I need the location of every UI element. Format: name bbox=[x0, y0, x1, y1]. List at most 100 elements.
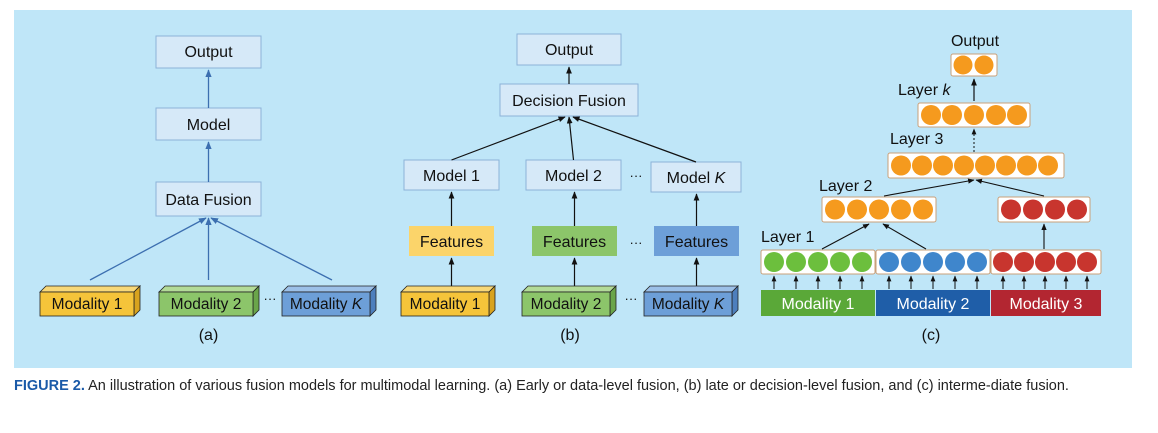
panel-c-layer-2-modality-3 bbox=[997, 196, 1091, 223]
panel-b-fusion-label: Decision Fusion bbox=[512, 93, 626, 110]
node-layer-1-green bbox=[830, 252, 850, 272]
panel-b: Output Decision Fusion Model 1 Model 2 ·… bbox=[400, 33, 742, 344]
panel-a-model-label: Model bbox=[187, 117, 231, 134]
panel-a-modality-2-block: Modality 2 bbox=[158, 285, 260, 317]
panel-a-arrow-mk-fusion bbox=[210, 217, 333, 281]
panel-b-arrow-model2-fusion bbox=[566, 116, 575, 161]
node-layer-k bbox=[942, 105, 962, 125]
node-layer-3 bbox=[891, 155, 911, 176]
panel-b-model-1-label: Model 1 bbox=[423, 168, 480, 185]
fusion-diagram: Output Model Data Fusion Modality 1 Moda… bbox=[39, 33, 1102, 344]
panel-b-arrow-modelk-fusion bbox=[572, 116, 697, 163]
node-layer-2-red bbox=[1067, 199, 1087, 220]
node-layer-2-red bbox=[1045, 199, 1065, 220]
panel-a-dots: ··· bbox=[264, 291, 277, 306]
node-layer-3 bbox=[975, 155, 995, 176]
panel-c-layer-k bbox=[917, 102, 1031, 128]
node-layer-2 bbox=[825, 199, 845, 220]
node-layer-3 bbox=[954, 155, 974, 176]
panel-b-features-2-label: Features bbox=[543, 234, 606, 251]
panel-b-modality-1-block: Modality 1 bbox=[400, 285, 496, 317]
panel-c-output-label: Output bbox=[951, 33, 1000, 50]
panel-b-caption-label: (b) bbox=[560, 327, 580, 344]
node-layer-k bbox=[986, 105, 1006, 125]
panel-c: Output Layer k Layer 3 bbox=[760, 33, 1102, 344]
panel-a-model-box: Model bbox=[155, 107, 262, 141]
panel-b-features-1-box: Features bbox=[409, 226, 494, 256]
panel-a-fusion-box: Data Fusion bbox=[155, 181, 262, 217]
panel-a-modality-k-label: Modality K bbox=[290, 296, 363, 313]
node-layer-k bbox=[1007, 105, 1027, 125]
panel-a-output-label: Output bbox=[184, 44, 233, 61]
panel-a-modality-k-block: Modality K bbox=[281, 285, 377, 317]
figure-caption-title: FIGURE 2. bbox=[14, 378, 85, 394]
panel-b-features-k-box: Features bbox=[654, 226, 739, 256]
node-layer-2 bbox=[913, 199, 933, 220]
panel-c-layer-1-red bbox=[990, 249, 1102, 275]
panel-c-modality-3-label: Modality 3 bbox=[1010, 296, 1083, 313]
panel-c-layer-3 bbox=[887, 152, 1065, 179]
panel-c-arrow-layer1g-layer2 bbox=[821, 223, 870, 250]
panel-c-caption-label: (c) bbox=[922, 327, 941, 344]
node-layer-3 bbox=[933, 155, 953, 176]
node-layer-2 bbox=[869, 199, 889, 220]
panel-c-arrow-layer1b-layer2 bbox=[882, 223, 927, 250]
node-layer-1-green bbox=[786, 252, 806, 272]
panel-b-dots-modalities: ··· bbox=[625, 291, 638, 306]
panel-b-modality-1-label: Modality 1 bbox=[410, 296, 481, 313]
panel-b-fusion-box: Decision Fusion bbox=[499, 83, 639, 117]
panel-c-modality-1-label-box: Modality 1 bbox=[761, 290, 875, 316]
node-layer-1-green bbox=[852, 252, 872, 272]
node-layer-1-blue bbox=[967, 252, 987, 272]
node-layer-1-blue bbox=[923, 252, 943, 272]
panel-c-output-layer bbox=[950, 53, 998, 77]
panel-c-modality-2-label: Modality 2 bbox=[897, 296, 970, 313]
node-layer-1-red bbox=[1014, 252, 1034, 272]
panel-b-modality-k-block: Modality K bbox=[643, 285, 739, 317]
panel-a-arrow-m1-fusion bbox=[89, 217, 207, 281]
panel-c-layer-2-label: Layer 2 bbox=[819, 178, 872, 195]
panel-b-features-k-label: Features bbox=[665, 234, 728, 251]
panel-b-modality-k-label: Modality K bbox=[652, 296, 725, 313]
node-layer-1-red bbox=[1056, 252, 1076, 272]
panel-b-model-2-box: Model 2 bbox=[525, 159, 622, 191]
panel-a-output-box: Output bbox=[155, 35, 262, 69]
node-layer-1-blue bbox=[879, 252, 899, 272]
panel-b-modality-2-block: Modality 2 bbox=[521, 285, 617, 317]
node-layer-3 bbox=[912, 155, 932, 176]
panel-c-layer-3-label: Layer 3 bbox=[890, 131, 943, 148]
panel-b-dots-models: ··· bbox=[630, 168, 643, 183]
node-layer-1-red bbox=[993, 252, 1013, 272]
panel-b-arrow-model1-fusion bbox=[451, 116, 566, 161]
node-layer-2-red bbox=[1001, 199, 1021, 220]
node-layer-1-green bbox=[808, 252, 828, 272]
panel-b-output-label: Output bbox=[545, 42, 594, 59]
panel-c-modality-1-label: Modality 1 bbox=[782, 296, 855, 313]
node-layer-3 bbox=[996, 155, 1016, 176]
node-layer-3 bbox=[1017, 155, 1037, 176]
figure-panel: Output Model Data Fusion Modality 1 Moda… bbox=[14, 10, 1132, 368]
panel-c-layer-k-label: Layer k bbox=[898, 82, 951, 99]
panel-b-modality-2-label: Modality 2 bbox=[531, 296, 602, 313]
panel-a: Output Model Data Fusion Modality 1 Moda… bbox=[39, 35, 377, 344]
panel-a-modality-1-block: Modality 1 bbox=[39, 285, 141, 317]
node-layer-2 bbox=[847, 199, 867, 220]
figure-caption-text: An illustration of various fusion models… bbox=[84, 378, 1069, 394]
node-layer-2 bbox=[891, 199, 911, 220]
panel-a-fusion-label: Data Fusion bbox=[165, 192, 251, 209]
panel-c-layer-2-fused bbox=[821, 196, 937, 223]
panel-b-model-2-label: Model 2 bbox=[545, 168, 602, 185]
figure-caption: FIGURE 2. An illustration of various fus… bbox=[14, 376, 1132, 396]
node-layer-1-red bbox=[1035, 252, 1055, 272]
panel-b-features-1-label: Features bbox=[420, 234, 483, 251]
panel-b-model-k-label: Model K bbox=[667, 170, 727, 187]
panel-c-layer-1-label: Layer 1 bbox=[761, 229, 814, 246]
panel-c-layer-1-blue bbox=[875, 249, 991, 275]
panel-c-modality-2-label-box: Modality 2 bbox=[876, 290, 990, 316]
panel-c-arrow-layer2b-layer3 bbox=[975, 178, 1045, 197]
node-layer-k bbox=[921, 105, 941, 125]
node-layer-3 bbox=[1038, 155, 1058, 176]
node-output bbox=[953, 55, 973, 75]
panel-c-modality-3-label-box: Modality 3 bbox=[991, 290, 1101, 316]
node-layer-1-green bbox=[764, 252, 784, 272]
